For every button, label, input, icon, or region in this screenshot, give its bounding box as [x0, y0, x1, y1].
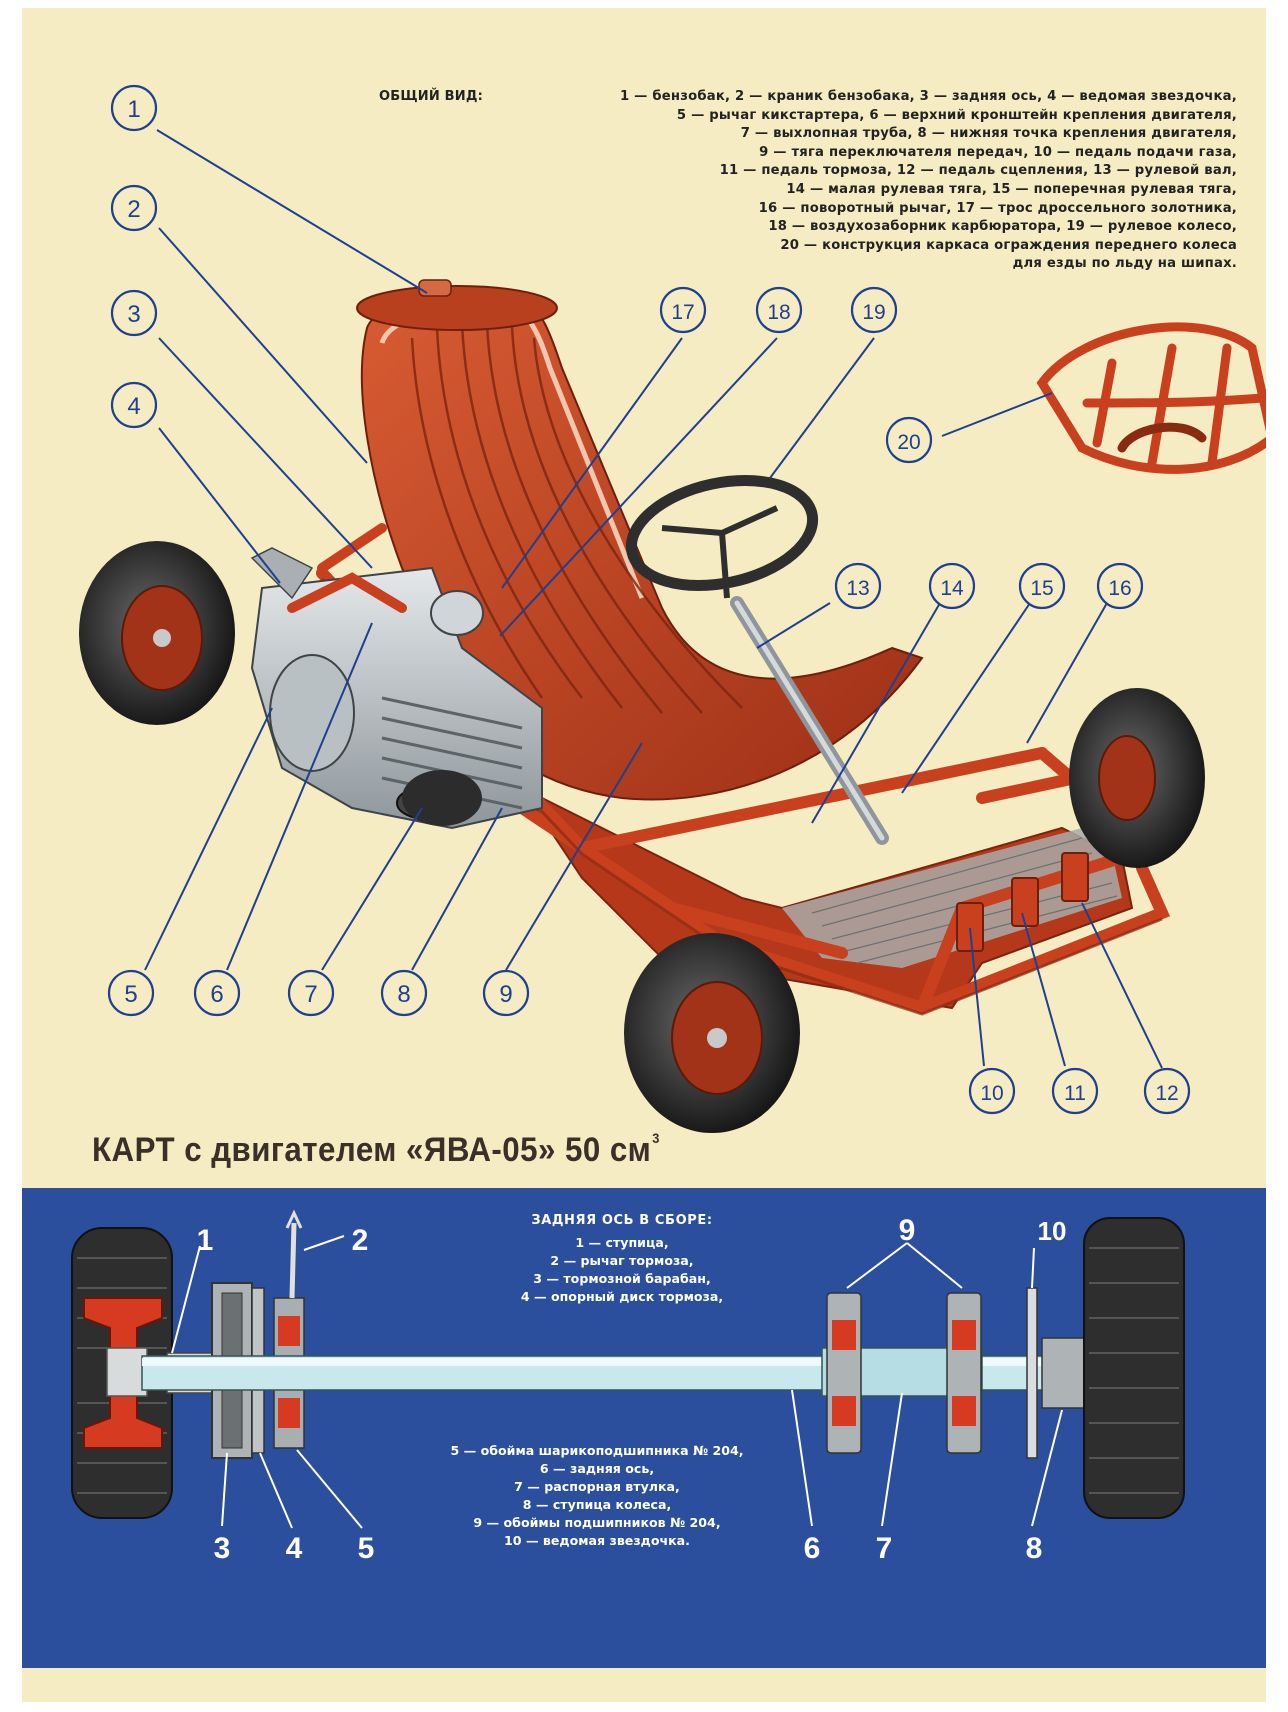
axle-left-wheel — [71, 1227, 173, 1519]
axle-callout-5: 5 — [358, 1532, 375, 1565]
poster-title: КАРТ с двигателем «ЯВА-05» 50 см3 — [92, 1130, 660, 1170]
axle-bearings — [826, 1292, 982, 1454]
axle-legend-line: 7 — распорная втулка, — [514, 1479, 680, 1494]
axle-callout-10: 10 — [1038, 1216, 1067, 1246]
callout-circles — [107, 84, 1191, 1115]
axle-legend-line: 1 — ступица, — [575, 1235, 669, 1250]
leader-lines — [144, 129, 1163, 1069]
rear-right-wheel — [402, 770, 482, 826]
legend-line: 7 — выхлопная труба, 8 — нижняя точка кр… — [740, 126, 1237, 142]
axle-callout-6: 6 — [804, 1532, 821, 1565]
callout-10: 10 — [980, 1082, 1003, 1105]
callout-20: 20 — [897, 431, 920, 454]
legend-line: 16 — поворотный рычаг, 17 — трос дроссел… — [758, 200, 1237, 216]
axle-legend-line: 5 — обойма шарикоподшипника № 204, — [450, 1443, 744, 1458]
axle-legend-line: 2 — рычаг тормоза, — [550, 1253, 694, 1268]
axle-leader-lines — [171, 1235, 1063, 1529]
kart-illustration: 1 2 3 4 5 6 7 8 9 10 11 12 13 14 15 16 1… — [79, 84, 1266, 1133]
legend-line: 20 — конструкция каркаса ограждения пере… — [780, 237, 1237, 253]
callout-4: 4 — [127, 393, 140, 420]
legend-heading: ОБЩИЙ ВИД: — [379, 89, 484, 104]
axle-legend-line: 4 — опорный диск тормоза, — [520, 1289, 724, 1304]
axle-callout-8: 8 — [1026, 1532, 1043, 1565]
callout-11: 11 — [1064, 1082, 1086, 1105]
axle-callout-7: 7 — [876, 1532, 893, 1565]
callout-14: 14 — [940, 577, 964, 600]
callout-6: 6 — [210, 981, 223, 1008]
callout-8: 8 — [397, 981, 410, 1008]
callout-12: 12 — [1155, 1082, 1178, 1105]
legend-line: 18 — воздухозаборник карбюратора, 19 — р… — [768, 219, 1237, 235]
front-left-wheel — [624, 933, 800, 1133]
legend-line: 11 — педаль тормоза, 12 — педаль сцеплен… — [719, 163, 1237, 179]
callout-1: 1 — [127, 96, 140, 123]
rear-left-wheel — [79, 541, 235, 725]
axle-callout-numbers: 1 2 3 4 5 6 7 8 9 10 — [197, 1214, 1067, 1565]
axle-legend-lower: 5 — обойма шарикоподшипника № 204, 6 — з… — [407, 1442, 787, 1550]
pedals — [956, 852, 1089, 952]
axle-callout-1: 1 — [197, 1224, 214, 1257]
axle-right-wheel — [1083, 1217, 1185, 1519]
front-right-wheel — [1069, 688, 1205, 868]
callout-17: 17 — [671, 301, 694, 324]
callout-5: 5 — [124, 981, 137, 1008]
callout-16: 16 — [1108, 577, 1131, 600]
callout-9: 9 — [499, 981, 512, 1008]
legend-line: 1 — бензобак, 2 — краник бензобака, 3 — … — [620, 89, 1237, 104]
callout-15: 15 — [1030, 577, 1053, 600]
callout-2: 2 — [127, 196, 140, 223]
axle-legend-upper: ЗАДНЯЯ ОСЬ В СБОРЕ: 1 — ступица, 2 — рыч… — [492, 1212, 752, 1306]
rear-axle-illustration: 1 2 3 4 5 6 7 8 9 10 — [71, 1209, 1185, 1565]
axle-legend-line: 3 — тормозной барабан, — [533, 1271, 711, 1286]
axle-legend-line: 9 — обоймы подшипников № 204, — [473, 1515, 721, 1530]
callout-13: 13 — [846, 577, 869, 600]
axle-callout-4: 4 — [286, 1532, 303, 1565]
callout-3: 3 — [127, 301, 140, 328]
steering-assembly — [625, 474, 889, 845]
axle-legend-line: 10 — ведомая звездочка. — [504, 1533, 690, 1548]
callout-7: 7 — [304, 981, 317, 1008]
legend-line: 14 — малая рулевая тяга, 15 — поперечная… — [786, 181, 1237, 197]
axle-legend-line: 8 — ступица колеса, — [522, 1497, 672, 1512]
legend-line: для езды по льду на шипах. — [1012, 256, 1237, 272]
general-view-legend: ОБЩИЙ ВИД: 1 — бензобак, 2 — краник бенз… — [379, 88, 1237, 274]
legend-line: 5 — рычаг кикстартера, 6 — верхний кронш… — [676, 107, 1237, 123]
axle-callout-2: 2 — [352, 1224, 369, 1257]
poster-title-superscript: 3 — [652, 1130, 660, 1146]
axle-brake-assembly — [166, 1209, 305, 1459]
callout-numbers: 1 2 3 4 5 6 7 8 9 10 11 12 13 14 15 16 1… — [124, 96, 1178, 1105]
fuel-tank — [356, 279, 558, 331]
ice-guard-frame — [1036, 322, 1266, 474]
rear-axle-panel: 1 2 3 4 5 6 7 8 9 10 ЗАДНЯЯ ОСЬ В СБОРЕ:… — [22, 1188, 1266, 1668]
axle-callout-9: 9 — [899, 1214, 916, 1247]
callout-18: 18 — [767, 301, 790, 324]
axle-legend-heading: ЗАДНЯЯ ОСЬ В СБОРЕ: — [531, 1213, 713, 1228]
poster-title-text: КАРТ с двигателем «ЯВА-05» 50 см — [92, 1131, 652, 1169]
callout-19: 19 — [862, 301, 885, 324]
axle-legend-line: 6 — задняя ось, — [539, 1461, 655, 1476]
axle-callout-3: 3 — [214, 1532, 231, 1565]
legend-line: 9 — тяга переключателя передач, 10 — пед… — [759, 144, 1237, 160]
